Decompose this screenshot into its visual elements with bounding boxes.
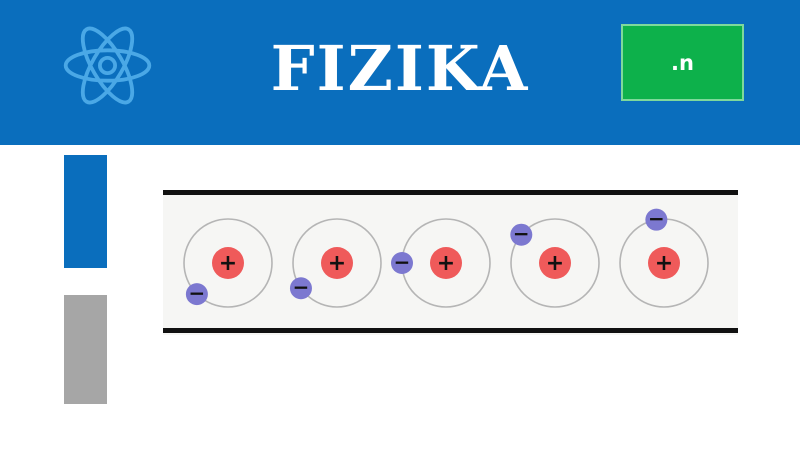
atom-icon — [63, 26, 152, 105]
electron — [645, 208, 668, 231]
nucleus — [321, 247, 353, 279]
atoms-diagram: +−+−+−+−+− — [183, 207, 709, 308]
nucleus-charge-label: + — [655, 251, 673, 276]
blue-block — [64, 155, 107, 268]
orbit — [183, 218, 273, 308]
atom: +− — [289, 218, 382, 308]
conductor-bottom-wire — [163, 328, 738, 333]
badge[interactable]: .n — [621, 24, 744, 101]
electron — [510, 223, 533, 246]
electron-charge-label: − — [648, 207, 665, 231]
nucleus-charge-label: + — [219, 251, 237, 276]
atom: +− — [183, 218, 273, 308]
page-title: FIZIKA — [270, 32, 530, 105]
atom: +− — [619, 207, 709, 308]
electron-charge-label: − — [513, 222, 530, 246]
orbit — [292, 218, 382, 308]
electron — [289, 277, 312, 300]
conductor-top-wire — [163, 190, 738, 195]
nucleus-charge-label: + — [546, 251, 564, 276]
nucleus — [539, 247, 571, 279]
gray-block — [64, 295, 107, 404]
nucleus-charge-label: + — [437, 251, 455, 276]
atom: +− — [510, 218, 600, 308]
nucleus — [212, 247, 244, 279]
electron-charge-label: − — [189, 281, 206, 305]
nucleus — [430, 247, 462, 279]
electron — [185, 283, 208, 306]
electron-charge-label: − — [394, 250, 411, 274]
atom: +− — [391, 218, 491, 308]
nucleus — [648, 247, 680, 279]
orbit — [510, 218, 600, 308]
header-bar: FIZIKA .n — [0, 0, 800, 145]
nucleus-charge-label: + — [328, 251, 346, 276]
badge-label: .n — [671, 50, 694, 75]
electron-charge-label: − — [293, 275, 310, 299]
electron — [391, 252, 413, 274]
